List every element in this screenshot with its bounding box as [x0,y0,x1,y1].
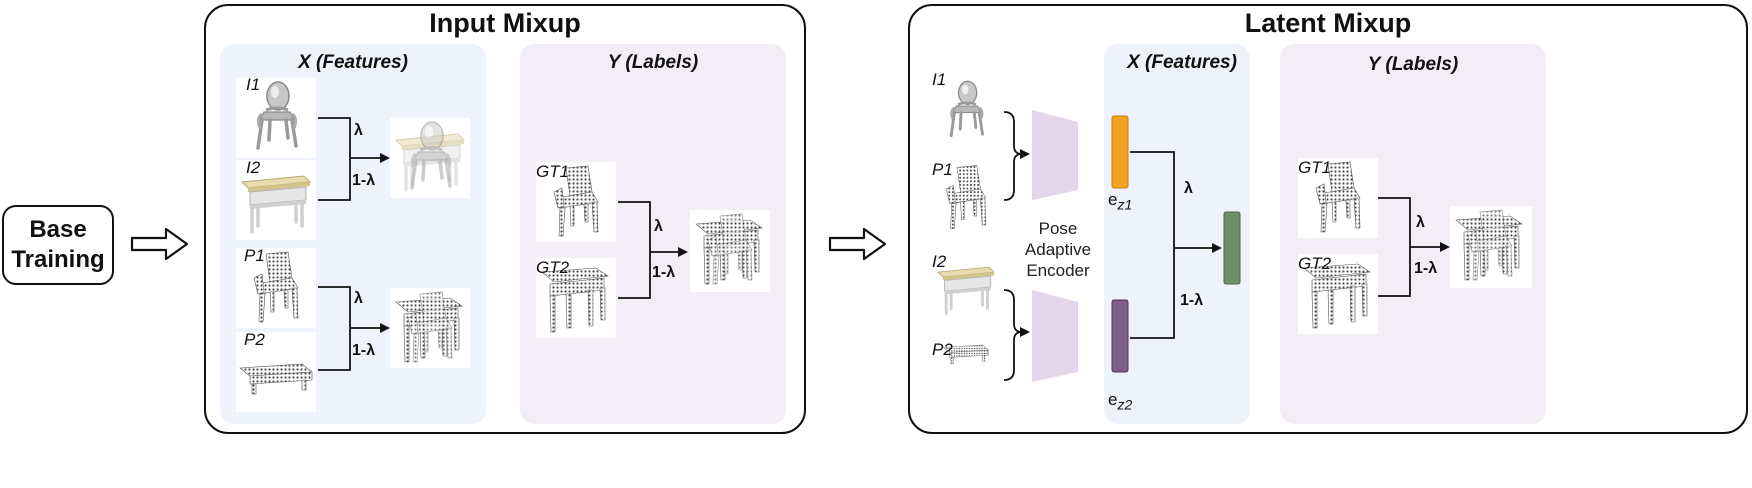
ez2-sub: z2 [1117,396,1133,413]
encoder-label-line1: Pose [1038,219,1078,238]
lambda-label-1: λ [354,122,363,139]
one-minus-lambda-label-1: 1-λ [352,172,376,189]
encoder-top [1032,110,1078,200]
ez2-bar [1111,299,1129,373]
latent-features-title: X (Features) [1127,52,1237,73]
label-latent-i2: I2 [932,252,947,271]
lambda-label-2: λ [354,290,363,307]
one-minus-lambda-label-4: 1-λ [1180,292,1204,309]
encoder-label-line2: Adaptive [1024,240,1092,259]
latent-mixup-title: Latent Mixup [1244,8,1412,38]
lambda-label-5: λ [1416,214,1425,231]
base-training-box: Base Training [2,205,114,285]
mixed-label-icon [690,210,770,292]
arrow-right-icon [828,227,887,261]
one-minus-lambda-label-5: 1-λ [1414,260,1438,277]
label-latent-i1: I1 [932,70,947,89]
encoder-label-line3: Encoder [1026,261,1090,280]
label-i1: I1 [246,75,261,94]
ez1-base: e [1108,190,1118,209]
label-latent-gt2: GT2 [1298,254,1332,273]
ez2-label: ez2 [1108,390,1132,412]
mixed-pointcloud-icon [390,288,470,368]
ez1-bar [1111,115,1129,189]
ez2-base: e [1108,390,1118,409]
encoder-bottom [1032,290,1078,382]
input-features-title: X (Features) [298,52,408,73]
label-p1: P1 [244,246,265,265]
base-training-line2: Training [11,246,105,273]
one-minus-lambda-label-2: 1-λ [352,342,376,359]
base-training-line1: Base [29,216,87,243]
label-latent-p1: P1 [932,160,953,179]
latent-labels-title: Y (Labels) [1367,54,1459,75]
label-gt1: GT1 [536,162,570,181]
label-p2: P2 [244,330,265,349]
lambda-label-4: λ [1184,180,1193,197]
ez1-sub: z1 [1117,196,1133,213]
one-minus-lambda-label-3: 1-λ [652,264,676,281]
input-mixup-title: Input Mixup [429,8,581,38]
ez1-label: ez1 [1108,190,1132,212]
input-labels-title: Y (Labels) [607,52,699,73]
lambda-label-3: λ [654,218,663,235]
arrow-right-icon [130,227,189,261]
mixed-latent-bar [1223,211,1241,285]
label-latent-p2: P2 [932,340,953,359]
label-latent-gt1: GT1 [1298,158,1332,177]
encoder-label: Pose Adaptive Encoder [1016,218,1100,281]
mixed-image-icon [390,118,470,198]
label-gt2: GT2 [536,258,570,277]
mixed-label-icon [1450,206,1532,288]
label-i2: I2 [246,158,261,177]
